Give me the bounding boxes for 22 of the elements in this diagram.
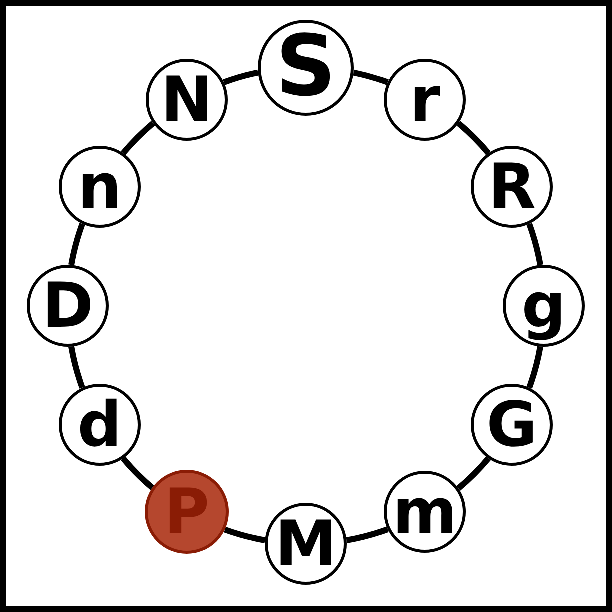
note-letter: G bbox=[486, 394, 538, 456]
note-letter: M bbox=[275, 513, 337, 575]
connector-arc bbox=[224, 526, 266, 544]
connector-arc bbox=[121, 456, 155, 490]
connector-arc bbox=[223, 70, 259, 86]
note-letter: N bbox=[161, 68, 213, 131]
note-letter: m bbox=[392, 481, 458, 544]
connector-arc bbox=[456, 121, 491, 156]
connector-arc bbox=[353, 70, 389, 86]
connector-arc bbox=[68, 223, 86, 266]
note-letter: n bbox=[78, 156, 122, 218]
note-letter: R bbox=[488, 156, 536, 218]
note-letter: D bbox=[42, 275, 94, 337]
connector-arc bbox=[526, 223, 544, 266]
connector-arc bbox=[346, 526, 389, 544]
note-letter: S bbox=[276, 24, 336, 108]
connector-arc bbox=[456, 456, 491, 491]
note-letter: d bbox=[78, 394, 122, 456]
note-letter: r bbox=[410, 68, 440, 131]
connector-arc bbox=[68, 346, 86, 389]
connector-arc bbox=[121, 121, 156, 156]
connector-arc bbox=[526, 346, 544, 389]
